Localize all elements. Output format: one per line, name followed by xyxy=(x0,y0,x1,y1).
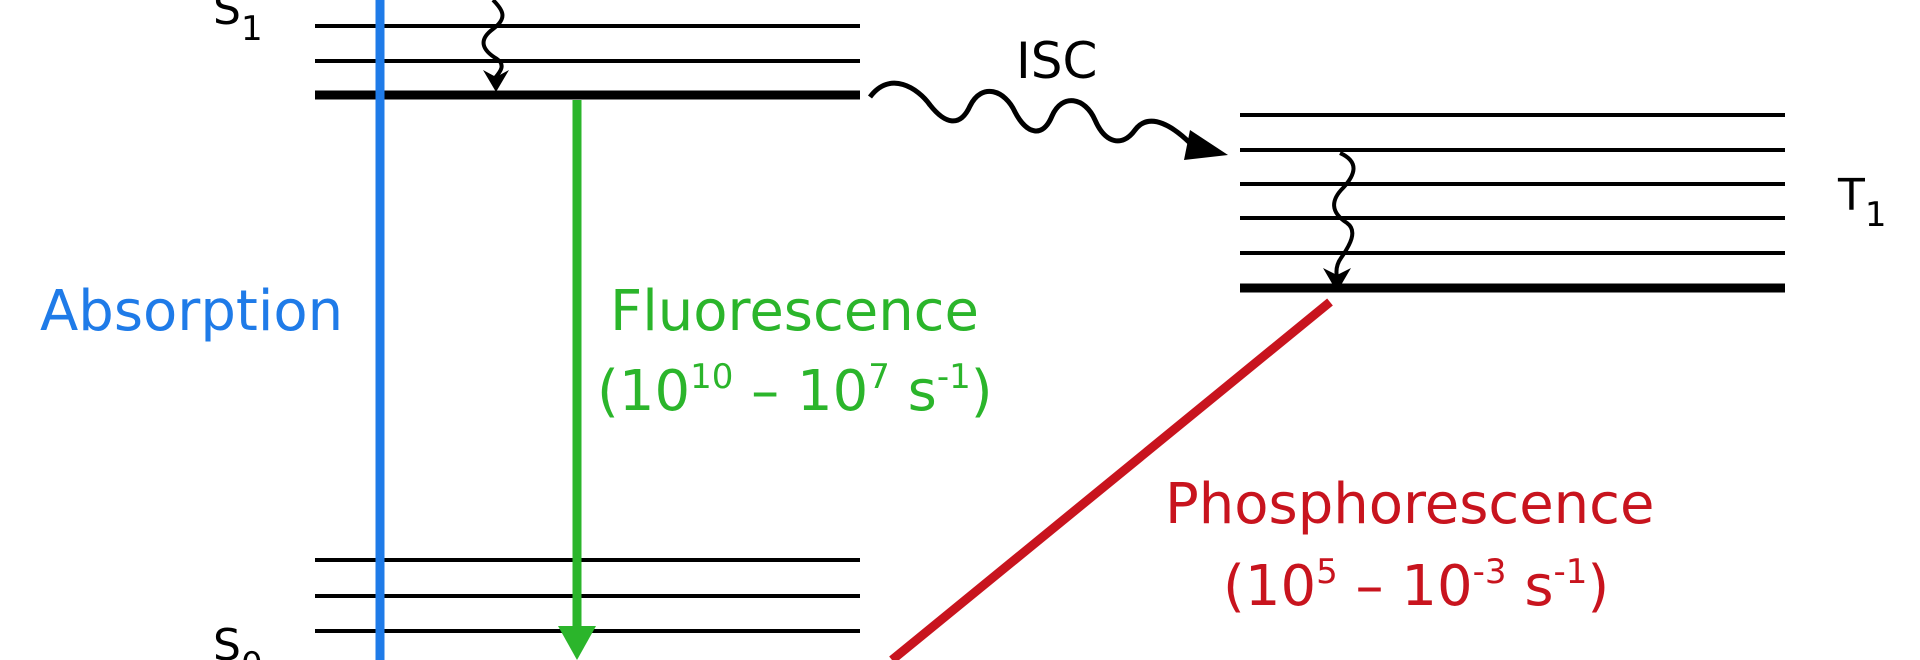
isc-arrowhead xyxy=(1184,130,1228,160)
isc-wavy-arrow xyxy=(867,80,1206,153)
fluorescence-rate: (1010 – 107 s-1) xyxy=(597,357,993,424)
fluorescence-rate-unit-exp: -1 xyxy=(937,357,971,397)
state-label-s1: S1 xyxy=(213,0,263,49)
state-label-s0: S0 xyxy=(213,620,263,660)
fluorescence-rate-open: (10 xyxy=(597,359,690,424)
fluorescence-rate-exp1: 10 xyxy=(690,357,733,397)
phosphorescence-rate-exp1: 5 xyxy=(1316,552,1338,592)
state-label-t1: T1 xyxy=(1837,170,1887,235)
state-s1-sub: 1 xyxy=(241,9,263,49)
s1-relaxation-arrowhead xyxy=(483,70,509,92)
phosphorescence-rate: (105 – 10-3 s-1) xyxy=(1223,552,1609,619)
phosphorescence-rate-open: (10 xyxy=(1223,554,1316,619)
state-t1-base: T xyxy=(1837,170,1865,221)
phosphorescence-rate-unit-exp: -1 xyxy=(1554,552,1588,592)
fluorescence-rate-mid: – 10 xyxy=(733,359,868,424)
state-t1-sub: 1 xyxy=(1865,195,1887,235)
state-s1-base: S xyxy=(213,0,241,35)
state-s0-base: S xyxy=(213,620,241,660)
s1-relaxation-wavy-arrow xyxy=(481,0,505,82)
phosphorescence-label: Phosphorescence xyxy=(1165,472,1654,537)
fluorescence-label: Fluorescence xyxy=(610,279,979,344)
isc-label: ISC xyxy=(1016,32,1097,90)
phosphorescence-rate-exp2: -3 xyxy=(1473,552,1507,592)
state-s0-sub: 0 xyxy=(241,645,263,660)
absorption-label: Absorption xyxy=(40,279,343,344)
fluorescence-arrowhead xyxy=(558,626,596,660)
phosphorescence-rate-close: ) xyxy=(1587,554,1609,619)
t1-relaxation-wavy-arrow xyxy=(1332,151,1356,278)
fluorescence-rate-unit: s xyxy=(890,359,937,424)
t1-levels xyxy=(1240,113,1785,293)
phosphorescence-rate-mid: – 10 xyxy=(1338,554,1473,619)
phosphorescence-line xyxy=(889,298,1333,660)
s0-levels xyxy=(315,558,860,633)
phosphorescence-rate-unit: s xyxy=(1507,554,1554,619)
t1-relaxation-arrowhead xyxy=(1323,268,1351,292)
fluorescence-rate-exp2: 7 xyxy=(868,357,890,397)
s1-levels xyxy=(315,24,860,100)
fluorescence-rate-close: ) xyxy=(971,359,993,424)
